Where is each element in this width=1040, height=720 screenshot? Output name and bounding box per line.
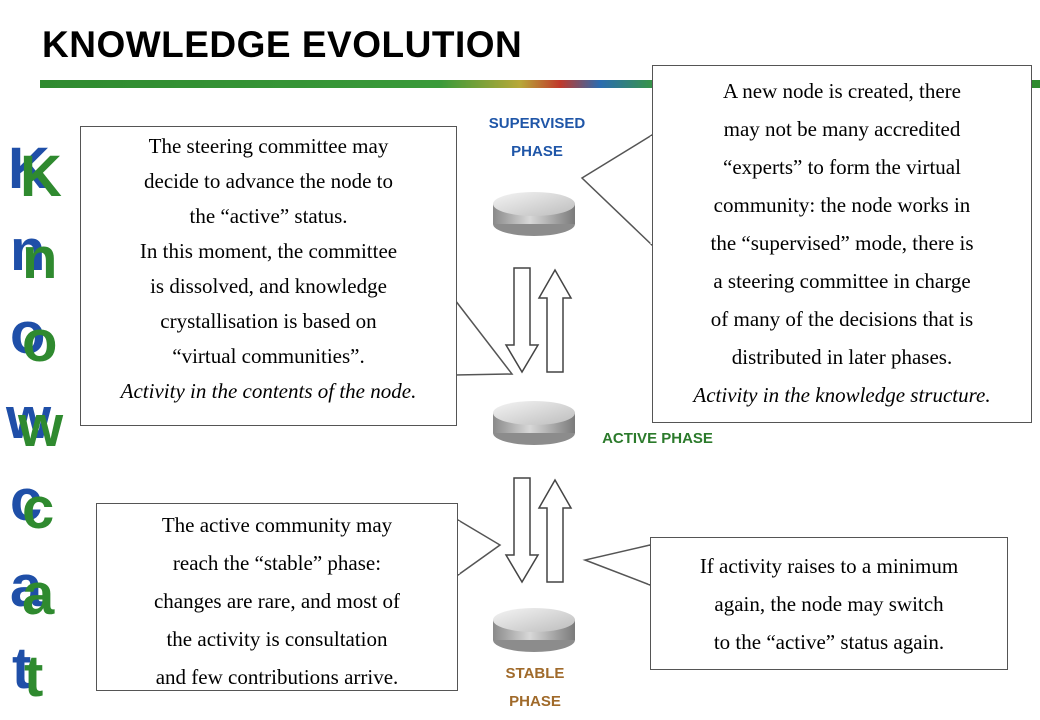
page-title: KNOWLEDGE EVOLUTION [42, 24, 523, 65]
reactivate-callout: If activity raises to a minimum again, t… [650, 537, 1008, 670]
stable-phase-label: STABLE PHASE [505, 665, 565, 710]
supervised-node-disk [493, 192, 575, 236]
new-node-callout: A new node is created, there may not be … [652, 65, 1032, 423]
down-arrow-lower [504, 477, 540, 584]
up-arrow-lower [537, 478, 573, 583]
active-phase-label: ACTIVE PHASE [602, 430, 713, 447]
steering-committee-callout: The steering committee may decide to adv… [80, 126, 457, 426]
active-node-disk [493, 401, 575, 445]
stable-node-disk [493, 608, 575, 652]
down-arrow-upper [504, 267, 540, 374]
title-underline-bar [40, 80, 1040, 88]
stable-phase-callout: The active community may reach the “stab… [96, 503, 458, 691]
supervised-phase-label: SUPERVISED PHASE [488, 115, 586, 160]
up-arrow-upper [537, 268, 573, 373]
